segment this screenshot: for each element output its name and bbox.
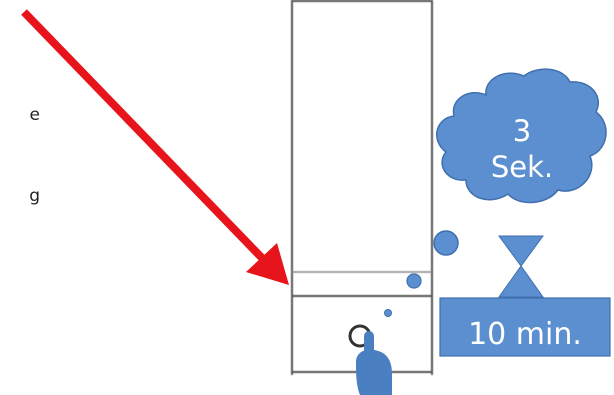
- pointing-finger-icon: [356, 331, 392, 395]
- hourglass-icon: [498, 235, 544, 298]
- thought-cloud: [436, 68, 607, 204]
- thought-cloud-label: 3 Sek.: [462, 113, 582, 185]
- red-arrow: [21, 9, 289, 285]
- cloud-line-unit: Sek.: [490, 150, 554, 184]
- cloud-line-number: 3: [512, 114, 532, 148]
- timer-label: 10 min.: [468, 317, 582, 352]
- timer-box: [439, 297, 611, 357]
- text-fragment-line2: g: [29, 186, 40, 206]
- thought-bubble-small: [384, 309, 392, 317]
- device-outline: [291, 0, 433, 375]
- thought-bubble-medium: [406, 273, 422, 289]
- text-fragment-line1: e: [29, 105, 40, 125]
- thought-bubble-large: [433, 230, 459, 256]
